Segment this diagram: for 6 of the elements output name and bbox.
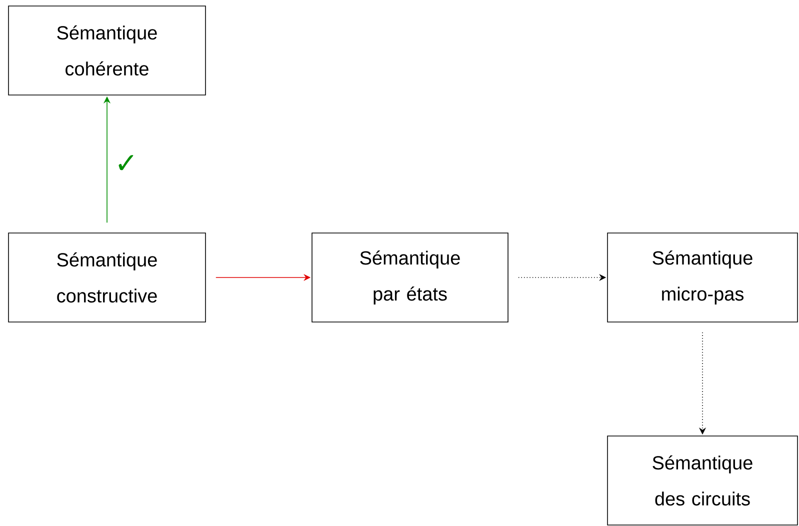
check-mark: ✓ (118, 155, 134, 170)
text-box: Sémantique cohérente (8, 6, 206, 96)
text-box: Sémantique des circuits (607, 436, 798, 526)
text-box: Sémantique micro-pas (607, 232, 798, 322)
text-box: Sémantique par états (312, 232, 508, 322)
text-box: Sémantique constructive (8, 232, 206, 322)
